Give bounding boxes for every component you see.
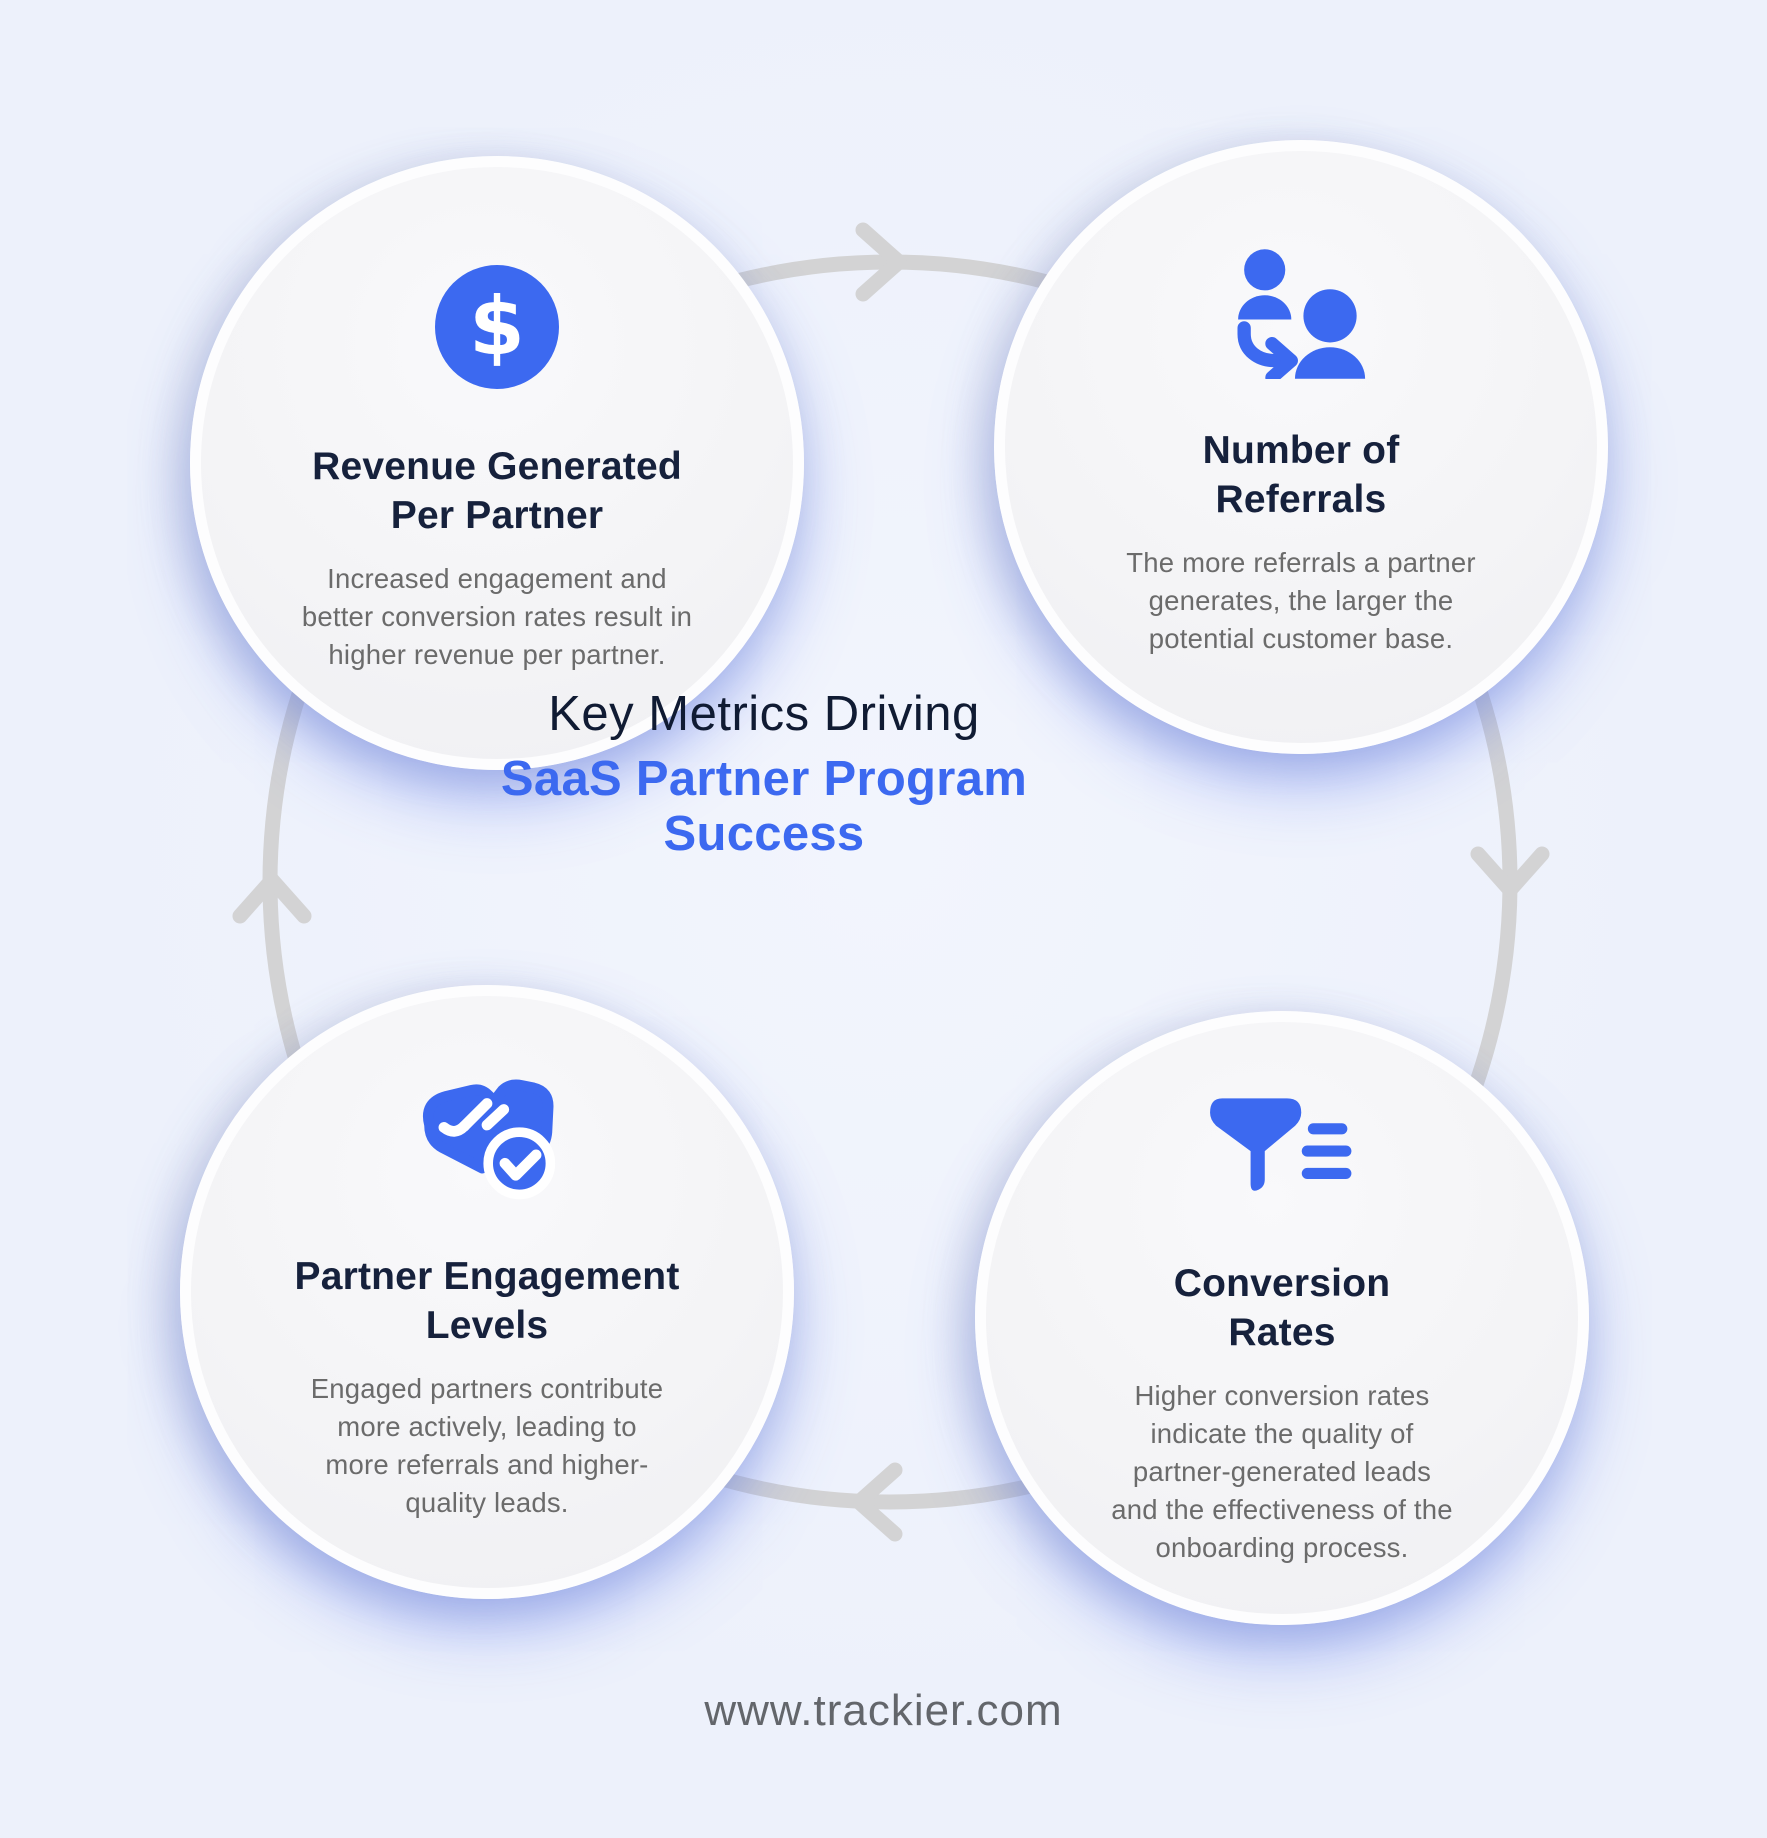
- page-title-accent: SaaS Partner Program Success: [500, 751, 1028, 862]
- ring-arrow-down-icon: [1470, 846, 1550, 898]
- metric-description: Increased engagement and better conversi…: [301, 563, 693, 671]
- metric-circle-referrals: Number of Referrals The more referrals a…: [994, 140, 1608, 754]
- metric-heading: Partner Engagement Levels: [294, 1255, 680, 1348]
- metric-description: Higher conversion rates indicate the qua…: [1111, 1380, 1453, 1564]
- metric-heading: Revenue Generated Per Partner: [312, 444, 682, 538]
- metric-circle-engagement: Partner Engagement Levels Engaged partne…: [180, 985, 794, 1599]
- metric-description: Engaged partners contribute more activel…: [310, 1373, 664, 1519]
- brand-url: www.trackier.com: [704, 1686, 1063, 1735]
- referral-people-icon: [1237, 249, 1366, 379]
- ring-arrow-up-icon: [232, 872, 312, 924]
- ring-arrow-left-icon: [851, 1462, 903, 1542]
- metric-circle-revenue: $ Revenue Generated Per Partner Increase…: [190, 156, 804, 770]
- funnel-icon: [1210, 1098, 1352, 1191]
- page-title-line1: Key Metrics Driving: [548, 687, 980, 741]
- metric-circle-conversion: Conversion Rates Higher conversion rates…: [975, 1011, 1589, 1625]
- metric-icon-box: $: [435, 252, 559, 402]
- metric-heading: Number of Referrals: [1202, 428, 1400, 522]
- metric-heading: Conversion Rates: [1173, 1262, 1391, 1355]
- dollar-glyph: $: [469, 279, 525, 373]
- dollar-icon: $: [435, 264, 559, 389]
- metric-description: The more referrals a partner generates, …: [1126, 547, 1476, 655]
- page-title: Key Metrics Driving SaaS Partner Program…: [458, 687, 1070, 863]
- metric-icon-box: [1206, 1069, 1358, 1219]
- ring-arrow-right-icon: [855, 222, 907, 302]
- handshake-check-icon: [422, 1079, 556, 1200]
- metric-icon-box: [408, 1062, 566, 1212]
- metric-icon-box: [1226, 236, 1376, 386]
